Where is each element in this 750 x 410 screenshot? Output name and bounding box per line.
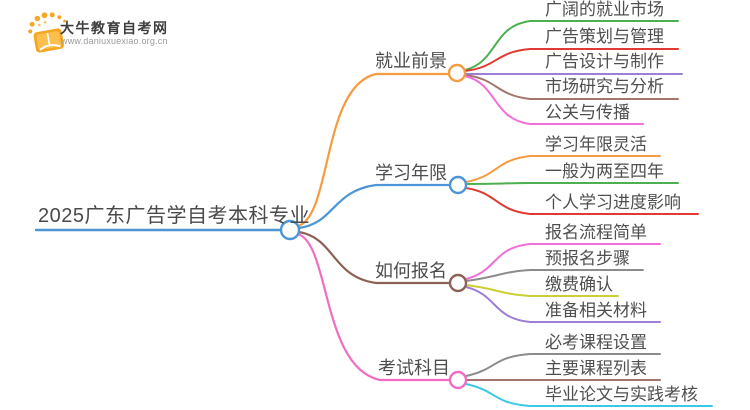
branch-exam-subjects[interactable]: 考试科目 xyxy=(378,358,450,378)
branch-registration[interactable]: 如何报名 xyxy=(375,261,447,281)
child-required-courses[interactable]: 必考课程设置 xyxy=(545,333,647,352)
branch-employment[interactable]: 就业前景 xyxy=(375,51,447,71)
branch-line-registration xyxy=(297,230,452,285)
child-thesis-practice[interactable]: 毕业论文与实践考核 xyxy=(545,385,698,404)
exam-subjects-node-circle[interactable] xyxy=(448,370,468,390)
child-two-to-four-years[interactable]: 一般为两至四年 xyxy=(545,162,664,181)
child-ad-design[interactable]: 广告设计与制作 xyxy=(545,52,664,71)
study-years-node-circle[interactable] xyxy=(448,175,468,195)
child-line-required-courses xyxy=(465,353,661,377)
child-ad-planning[interactable]: 广告策划与管理 xyxy=(545,27,664,46)
child-flexible-years[interactable]: 学习年限灵活 xyxy=(545,135,647,154)
book-rays-icon xyxy=(28,12,66,53)
employment-node-circle[interactable] xyxy=(447,63,467,83)
child-payment-confirm[interactable]: 缴费确认 xyxy=(545,275,613,294)
child-line-preregistration xyxy=(465,269,644,282)
child-line-pr-communication xyxy=(464,75,644,125)
child-personal-progress[interactable]: 个人学习进度影响 xyxy=(545,193,681,212)
logo-url[interactable]: www.daniuxuexiao.org.cn xyxy=(61,36,168,46)
logo-title[interactable]: 大牛教育自考网 xyxy=(60,20,169,36)
child-line-prepare-materials xyxy=(465,286,661,323)
site-logo[interactable]: 大牛教育自考网 www.daniuxuexiao.org.cn xyxy=(26,12,246,58)
child-line-flexible-years xyxy=(465,155,661,183)
child-preregistration[interactable]: 预报名步骤 xyxy=(545,249,630,268)
child-line-ad-planning xyxy=(464,48,679,72)
branch-line-employment xyxy=(296,72,451,228)
child-line-two-to-four-years xyxy=(465,182,679,185)
child-simple-process[interactable]: 报名流程简单 xyxy=(545,223,647,242)
child-line-simple-process xyxy=(465,243,661,280)
registration-node-circle[interactable] xyxy=(448,273,468,293)
child-market-research[interactable]: 市场研究与分析 xyxy=(545,77,664,96)
child-line-personal-progress xyxy=(465,187,699,215)
child-pr-communication[interactable]: 公关与传播 xyxy=(545,103,630,122)
child-line-payment-confirm xyxy=(465,284,619,297)
branch-line-exam-subjects xyxy=(296,232,452,382)
child-course-list[interactable]: 主要课程列表 xyxy=(545,359,647,378)
child-line-market-research xyxy=(464,74,679,100)
child-prepare-materials[interactable]: 准备相关材料 xyxy=(545,301,647,320)
root-topic[interactable]: 2025广东广告学自考本科专业 xyxy=(38,205,310,227)
root-node-circle[interactable] xyxy=(279,219,301,241)
branch-study-years[interactable]: 学习年限 xyxy=(375,163,447,183)
child-job-market[interactable]: 广阔的就业市场 xyxy=(545,0,664,19)
child-line-job-market xyxy=(464,20,679,71)
child-line-thesis-practice xyxy=(465,383,713,407)
branch-line-study-years xyxy=(297,183,452,230)
